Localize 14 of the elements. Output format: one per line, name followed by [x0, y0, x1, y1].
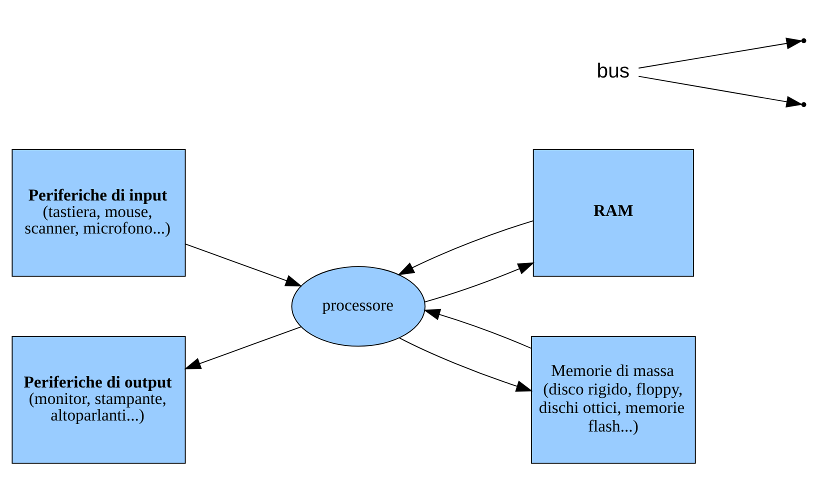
arrow	[398, 338, 533, 392]
arrow	[184, 326, 302, 370]
node-box: Periferiche di input (tastiera, mouse, scanner, microfono...)	[12, 149, 186, 277]
node-box: RAM	[532, 149, 694, 277]
arrow	[638, 38, 803, 69]
node-text: bus	[596, 60, 630, 82]
arrow	[424, 262, 535, 302]
node-ellipse: processore	[291, 266, 426, 347]
node-box: Memorie di massa (disco rigido, floppy, dischi ottici, memorie flash...)	[531, 336, 696, 464]
arrow	[638, 76, 803, 108]
node-box: Periferiche di output (monitor, stampante, altoparlanti...)	[12, 336, 186, 464]
arrow	[185, 244, 302, 286]
arrow	[424, 308, 532, 349]
arrow	[398, 220, 534, 276]
